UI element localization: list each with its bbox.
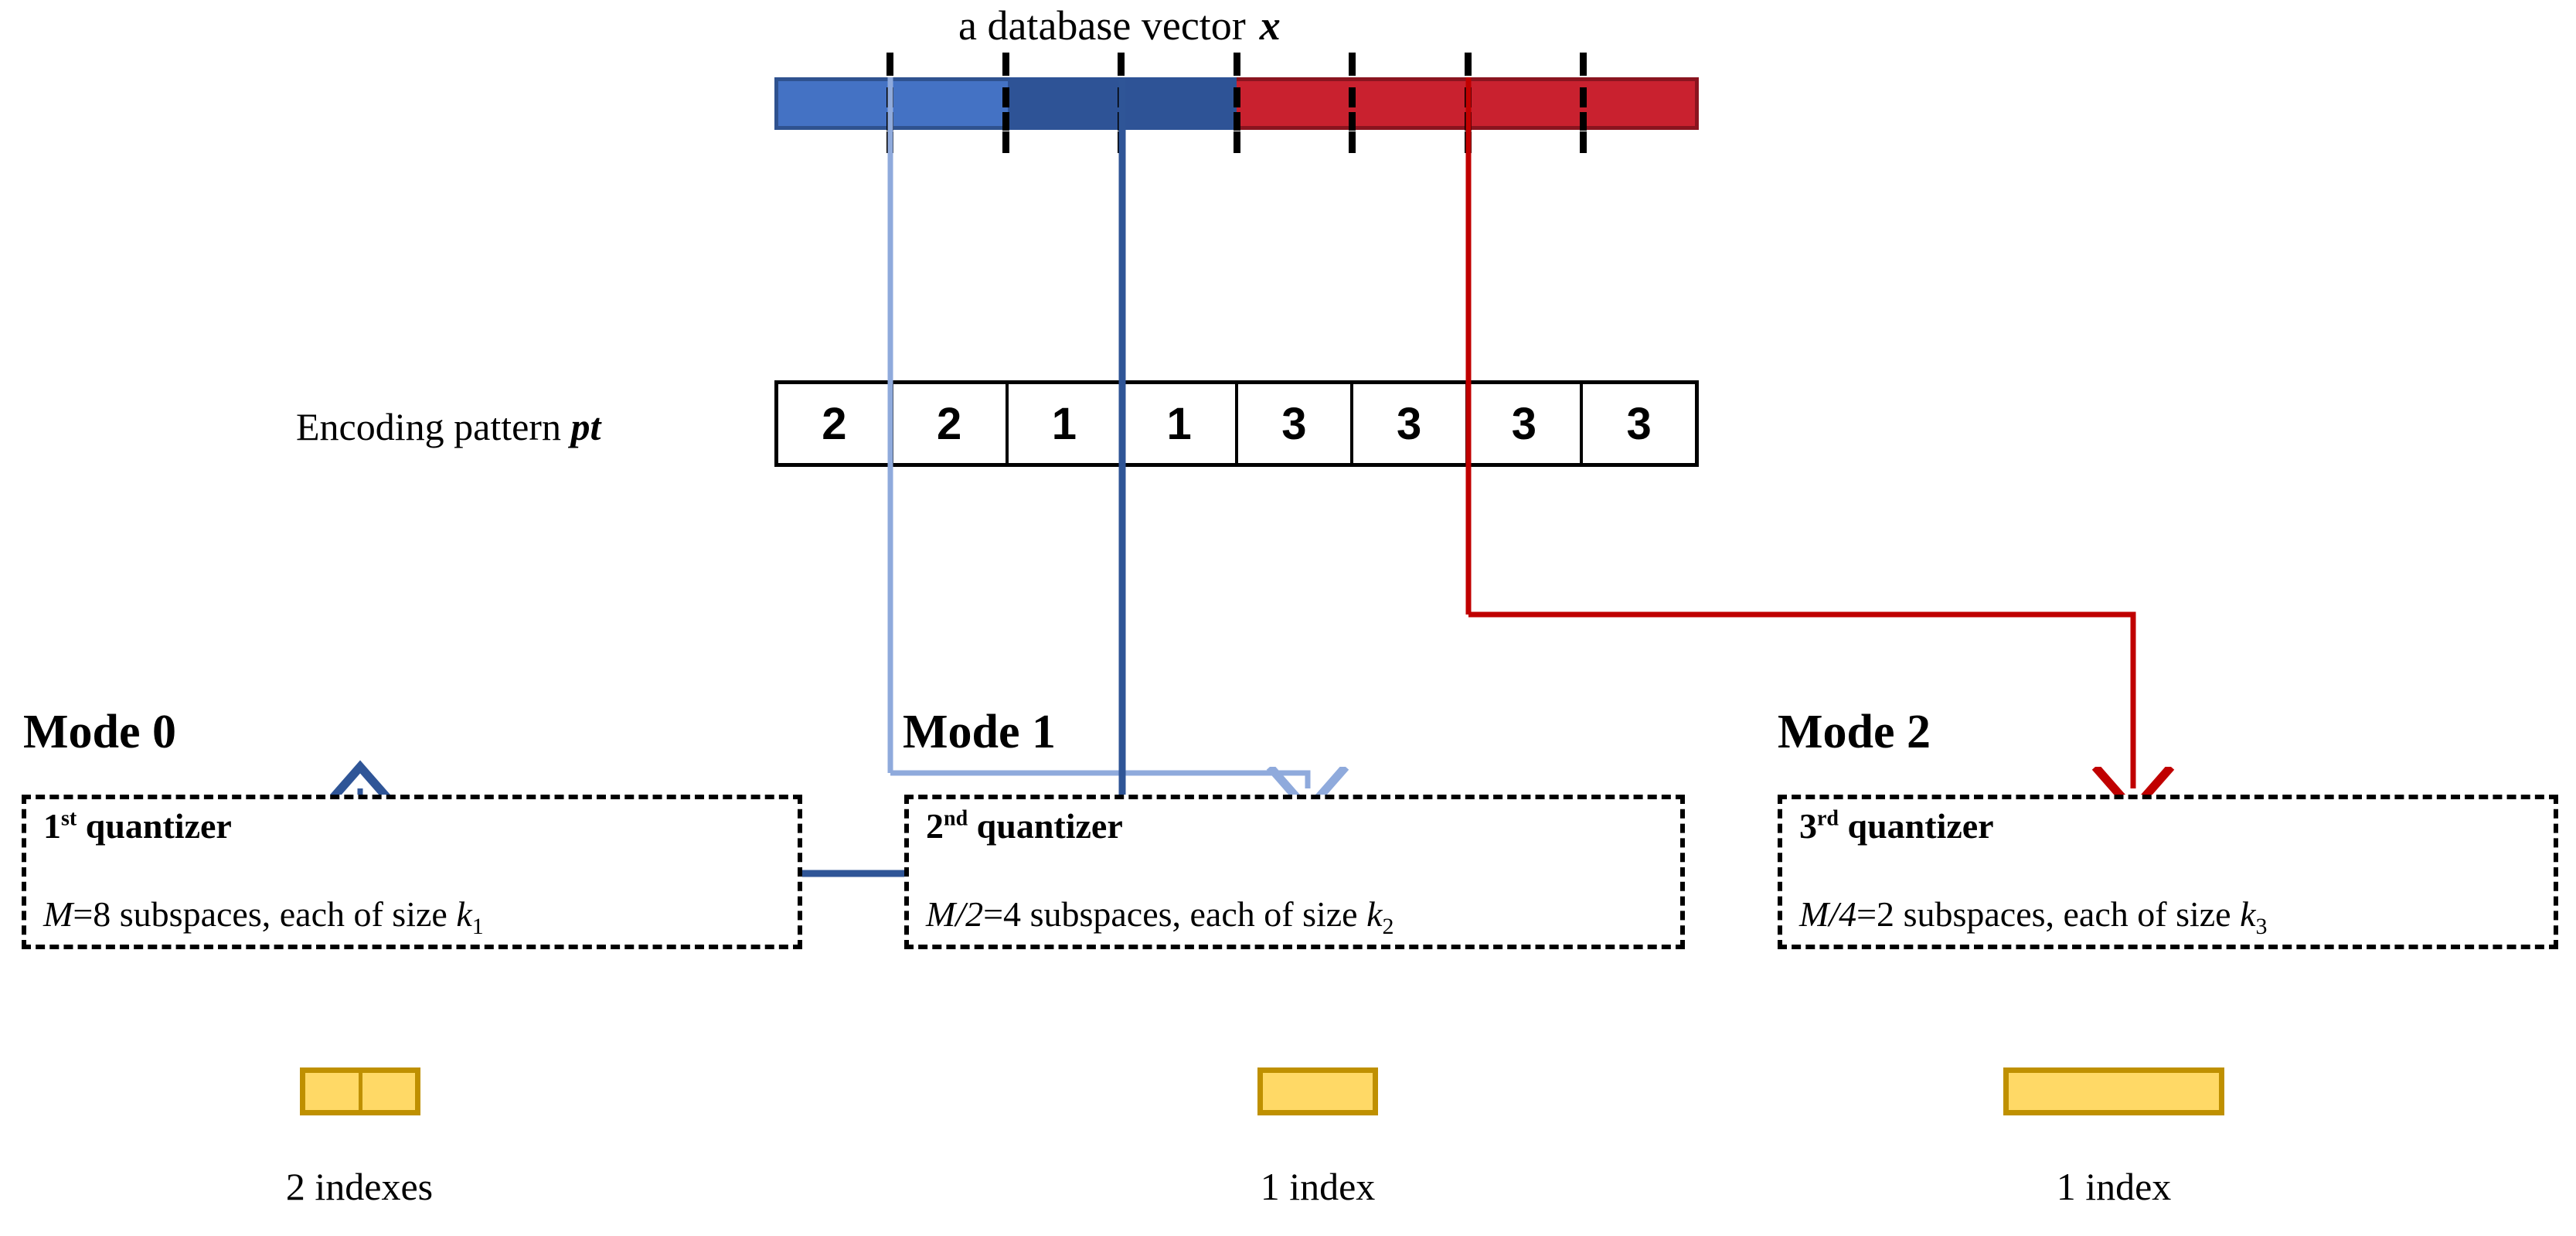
subspace-tick-1-0	[886, 53, 893, 76]
subspace-tick-7-2	[1580, 112, 1587, 131]
pattern-cell-4: 3	[1238, 384, 1353, 463]
mode-title-2: Mode 2	[1778, 706, 1931, 758]
index-caption-1: 1 index	[1260, 1165, 1376, 1208]
subspace-tick-3-1	[1118, 87, 1125, 107]
subspace-text-2: subspaces, each of size	[1894, 894, 2241, 934]
size-symbol-0: k	[456, 894, 472, 934]
quantizer-ordinal-0: 1	[43, 806, 61, 846]
subspace-tick-6-3	[1464, 131, 1472, 153]
index-boxes-1	[1257, 1067, 1378, 1115]
subspace-tick-2-2	[1002, 112, 1009, 131]
quantizer-word-2: quantizer	[1847, 806, 1994, 846]
subspace-tick-3-2	[1118, 112, 1125, 131]
subspace-tick-5-2	[1349, 112, 1356, 131]
quantizer-word-1: quantizer	[976, 806, 1123, 846]
quantizer-word-0: quantizer	[85, 806, 232, 846]
encoding-pattern-label-text: Encoding pattern	[296, 405, 561, 448]
quantizer-suffix-0: st	[61, 806, 77, 831]
index-boxes-2	[2003, 1067, 2224, 1115]
subspace-tick-5-1	[1349, 87, 1356, 107]
quantizer-ordinal-1: 2	[926, 806, 944, 846]
mode-title-0: Mode 0	[23, 706, 177, 758]
subspace-tick-6-1	[1464, 87, 1472, 107]
encoding-pattern-label: Encoding pattern pt	[296, 404, 601, 449]
index-caption-2: 1 index	[2056, 1165, 2172, 1208]
subspace-tick-1-1	[886, 87, 893, 107]
index-cell-0-0	[305, 1073, 362, 1110]
subspace-tick-4-3	[1233, 131, 1240, 153]
size-sub-2: 3	[2255, 914, 2268, 940]
mode-title-1: Mode 1	[903, 706, 1057, 758]
index-cell-1-0	[1263, 1073, 1373, 1110]
quantizer-box-0: 1st quantizer M=8 subspaces, each of siz…	[22, 795, 802, 949]
subspace-tick-5-3	[1349, 131, 1356, 153]
subspace-text-1: subspaces, each of size	[1021, 894, 1367, 934]
quantizer-heading-2: 3rd quantizer	[1799, 805, 1994, 846]
quantizer-heading-1: 2nd quantizer	[926, 805, 1123, 846]
subspace-count-2: =2	[1856, 894, 1895, 934]
quantizer-box-2: 3rd quantizer M/4=2 subspaces, each of s…	[1778, 795, 2558, 949]
subspace-expr-0: M	[43, 894, 73, 934]
quantizer-box-1: 2nd quantizer M/2=4 subspaces, each of s…	[904, 795, 1685, 949]
subspace-tick-6-2	[1464, 112, 1472, 131]
pattern-cell-6: 3	[1468, 384, 1584, 463]
size-symbol-1: k	[1366, 894, 1383, 934]
vector-title-symbol: x	[1259, 2, 1281, 49]
subspace-tick-4-1	[1233, 87, 1240, 107]
pattern-cell-1: 2	[893, 384, 1009, 463]
subspace-tick-4-0	[1233, 53, 1240, 76]
vector-title-text: a database vector	[958, 2, 1246, 49]
vector-title: a database vector x	[958, 2, 1499, 49]
subspace-tick-3-0	[1118, 53, 1125, 76]
encoding-pattern-symbol: pt	[570, 405, 601, 448]
subspace-count-0: =8	[73, 894, 111, 934]
subspace-tick-1-3	[886, 131, 893, 153]
subspace-expr-1: M/2	[926, 894, 984, 934]
subspace-tick-6-0	[1464, 53, 1472, 76]
quantizer-subspaces-2: M/4=2 subspaces, each of size k3	[1799, 894, 2268, 940]
quantizer-suffix-2: rd	[1817, 806, 1839, 831]
subspace-tick-2-3	[1002, 131, 1009, 153]
pattern-cell-3: 1	[1123, 384, 1238, 463]
size-sub-1: 2	[1382, 914, 1394, 940]
index-caption-0: 2 indexes	[285, 1165, 434, 1208]
size-sub-0: 1	[471, 914, 484, 940]
pattern-cell-0: 2	[778, 384, 893, 463]
subspace-tick-2-1	[1002, 87, 1009, 107]
subspace-tick-5-0	[1349, 53, 1356, 76]
wire-light-blue-to-mode-1	[890, 773, 1308, 788]
index-cell-0-1	[362, 1073, 416, 1110]
quantizer-heading-0: 1st quantizer	[43, 805, 232, 846]
subspace-text-0: subspaces, each of size	[111, 894, 457, 934]
quantizer-subspaces-1: M/2=4 subspaces, each of size k2	[926, 894, 1394, 940]
subspace-tick-4-2	[1233, 112, 1240, 131]
subspace-tick-1-2	[886, 112, 893, 131]
subspace-expr-2: M/4	[1799, 894, 1857, 934]
index-cell-2-0	[2009, 1073, 2219, 1110]
quantizer-suffix-1: nd	[944, 806, 968, 831]
pattern-cell-2: 1	[1009, 384, 1124, 463]
subspace-tick-3-3	[1118, 131, 1125, 153]
size-symbol-2: k	[2240, 894, 2256, 934]
quantizer-subspaces-0: M=8 subspaces, each of size k1	[43, 894, 484, 940]
subspace-tick-7-1	[1580, 87, 1587, 107]
subspace-tick-7-0	[1580, 53, 1587, 76]
subspace-count-1: =4	[983, 894, 1022, 934]
subspace-tick-2-0	[1002, 53, 1009, 76]
subspace-tick-7-3	[1580, 131, 1587, 153]
index-boxes-0	[300, 1067, 420, 1115]
pattern-cell-5: 3	[1353, 384, 1468, 463]
wire-red-to-mode-2	[1468, 611, 2133, 788]
pattern-cell-7: 3	[1626, 398, 1652, 449]
quantizer-ordinal-2: 3	[1799, 806, 1817, 846]
